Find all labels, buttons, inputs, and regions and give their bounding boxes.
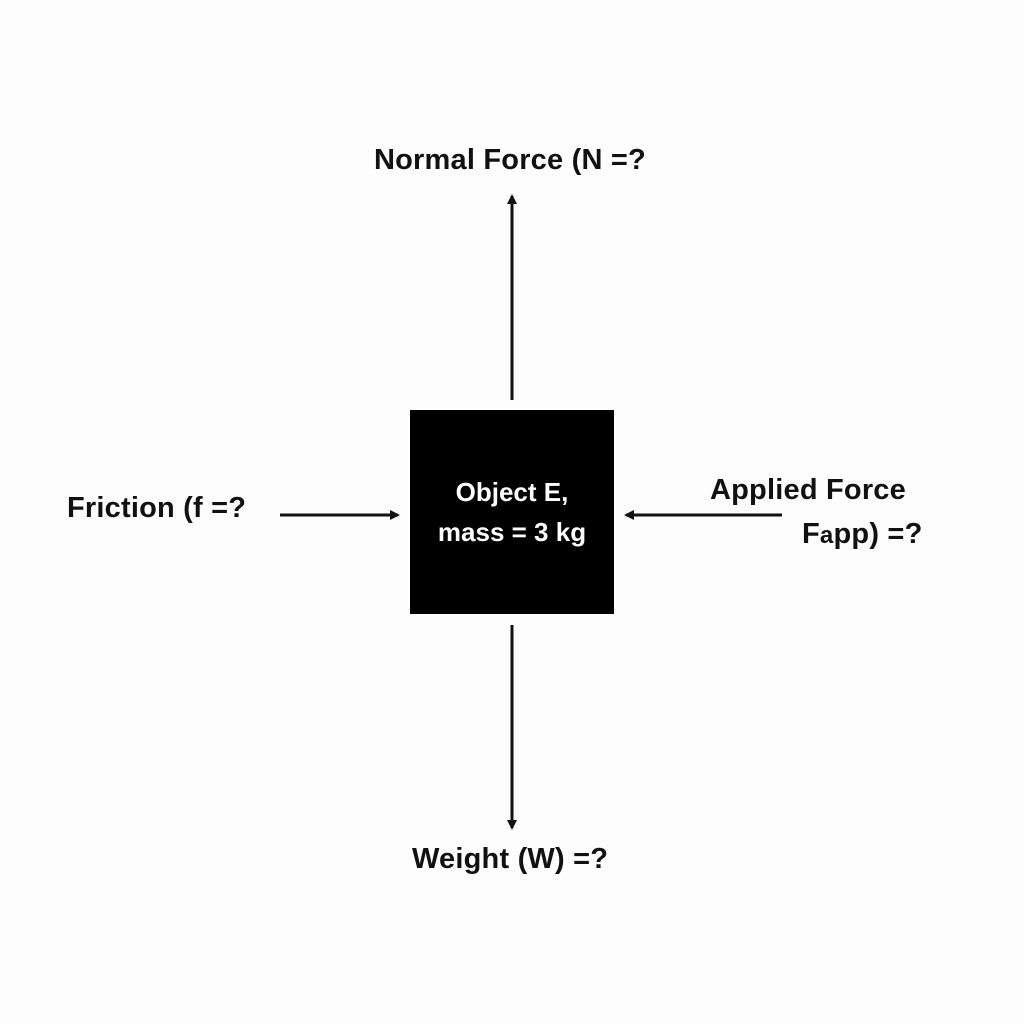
object-box: Object E, mass = 3 kg	[410, 410, 614, 614]
applied-force-symbol-sub: a	[819, 522, 834, 549]
friction-label: Friction (f =?	[67, 492, 247, 524]
applied-force-symbol-prefix: F	[802, 518, 820, 550]
applied-force-symbol-rest: pp) =?	[833, 518, 923, 550]
object-mass: mass = 3 kg	[437, 517, 587, 547]
normal-force-label: Normal Force (N =?	[374, 144, 646, 176]
weight-label: Weight (W) =?	[412, 843, 609, 875]
applied-force-label: Applied Force	[710, 474, 906, 506]
object-name: Object E,	[455, 477, 569, 507]
applied-force-symbol-label: Fapp) =?	[802, 518, 922, 551]
